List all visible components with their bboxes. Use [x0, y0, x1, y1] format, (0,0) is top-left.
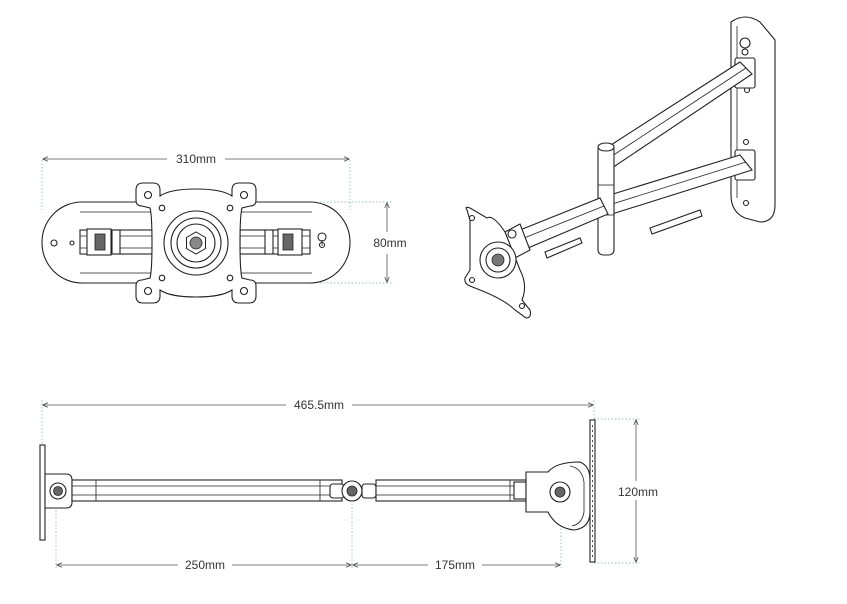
dim-label-310: 310mm: [176, 152, 216, 166]
dim-arm2: 175mm: [353, 558, 560, 572]
dim-plate-height: 120mm: [618, 420, 658, 562]
dim-label-120: 120mm: [618, 485, 658, 499]
dim-label-465: 465.5mm: [294, 398, 344, 412]
dim-top-width: 310mm: [43, 152, 349, 166]
front-view: 310mm 80mm: [41, 152, 407, 304]
isometric-view: [464, 16, 776, 319]
dim-top-height: 80mm: [373, 203, 407, 282]
vesa-plate-edge: [39, 444, 46, 541]
dim-arm1: 250mm: [57, 558, 351, 572]
dim-total-length: 465.5mm: [43, 398, 593, 412]
side-view: 465.5mm 120mm 250mm 175mm: [39, 398, 658, 572]
dim-label-175: 175mm: [435, 558, 475, 572]
dim-label-250: 250mm: [185, 558, 225, 572]
dim-label-80: 80mm: [373, 236, 406, 250]
